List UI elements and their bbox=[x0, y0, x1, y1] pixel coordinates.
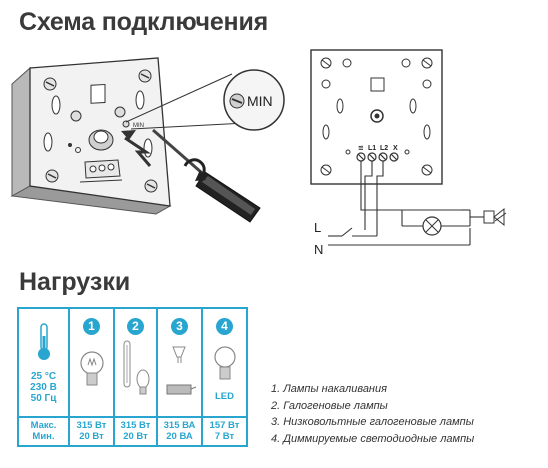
load-badge-4: 4 bbox=[216, 318, 233, 335]
legend-item: 3. Низковольтные галогеновые лампы bbox=[271, 416, 474, 428]
condition-temperature: 25 °C bbox=[30, 371, 57, 382]
load-column-3: 3 bbox=[158, 309, 203, 416]
footer-cell-labels: Макс. Мин. bbox=[19, 418, 70, 445]
legend-item: 4. Диммируемые светодиодные лампы bbox=[271, 432, 475, 445]
led-label: LED bbox=[215, 391, 234, 402]
load-types-legend: 1. Лампы накаливания 2. Галогеновые ламп… bbox=[271, 381, 474, 447]
footer-cell-2: 315 Вт 20 Вт bbox=[115, 418, 158, 445]
operating-conditions: 25 °C 230 В 50 Гц bbox=[19, 371, 68, 404]
halogen-lamp-icon bbox=[123, 340, 149, 395]
terminal-label-l2: L2 bbox=[380, 145, 388, 152]
load-badge-3: 3 bbox=[171, 318, 188, 335]
legend-item: 1. Лампы накаливания bbox=[271, 383, 387, 395]
conditions-column: 25 °C 230 В 50 Гц bbox=[19, 309, 70, 416]
loads-table: 25 °C 230 В 50 Гц 1 2 3 bbox=[17, 307, 248, 447]
condition-voltage: 230 В bbox=[30, 382, 57, 393]
min-callout: MIN bbox=[223, 69, 285, 131]
transformer-symbol bbox=[483, 207, 507, 227]
footer-cell-3: 315 ВА 20 ВА bbox=[158, 418, 203, 445]
terminal-label-dimmer: ≌ bbox=[358, 145, 364, 152]
terminal-label-x: X bbox=[393, 145, 398, 152]
condition-frequency: 50 Гц bbox=[30, 393, 57, 404]
callout-leader bbox=[125, 73, 233, 123]
svg-text:MIN: MIN bbox=[133, 123, 144, 129]
thermometer-icon bbox=[37, 323, 50, 360]
loads-heading: Нагрузки bbox=[19, 268, 131, 296]
load-column-2: 2 bbox=[115, 309, 158, 416]
min-label: MIN bbox=[247, 93, 273, 109]
load-column-4: 4 LED bbox=[203, 309, 246, 416]
low-voltage-halogen-icon bbox=[166, 346, 196, 395]
front-view-schematic: ≌ L1 L2 X bbox=[310, 49, 507, 257]
load-column-1: 1 bbox=[70, 309, 115, 416]
line-label-l: L bbox=[314, 220, 321, 235]
dimmer-mechanism-illustration: MIN bbox=[10, 57, 172, 215]
terminal-label-l1: L1 bbox=[368, 145, 376, 152]
wiring-heading: Схема подключения bbox=[19, 8, 269, 36]
lamp-symbol bbox=[401, 210, 442, 236]
footer-cell-4: 157 Вт 7 Вт bbox=[209, 420, 240, 442]
led-bulb-icon bbox=[213, 346, 236, 380]
legend-item: 2. Галогеновые лампы bbox=[271, 399, 388, 412]
loads-table-footer: Макс. Мин. 315 Вт 20 Вт 315 Вт 20 Вт 315… bbox=[19, 416, 246, 445]
line-label-n: N bbox=[314, 242, 323, 257]
wiring-diagram: MIN MIN bbox=[10, 49, 507, 257]
footer-cell-1: 315 Вт 20 Вт bbox=[70, 418, 115, 445]
screwdriver-illustration bbox=[152, 128, 261, 223]
load-badge-1: 1 bbox=[83, 318, 100, 335]
load-badge-2: 2 bbox=[127, 318, 144, 335]
incandescent-bulb-icon bbox=[79, 351, 104, 386]
